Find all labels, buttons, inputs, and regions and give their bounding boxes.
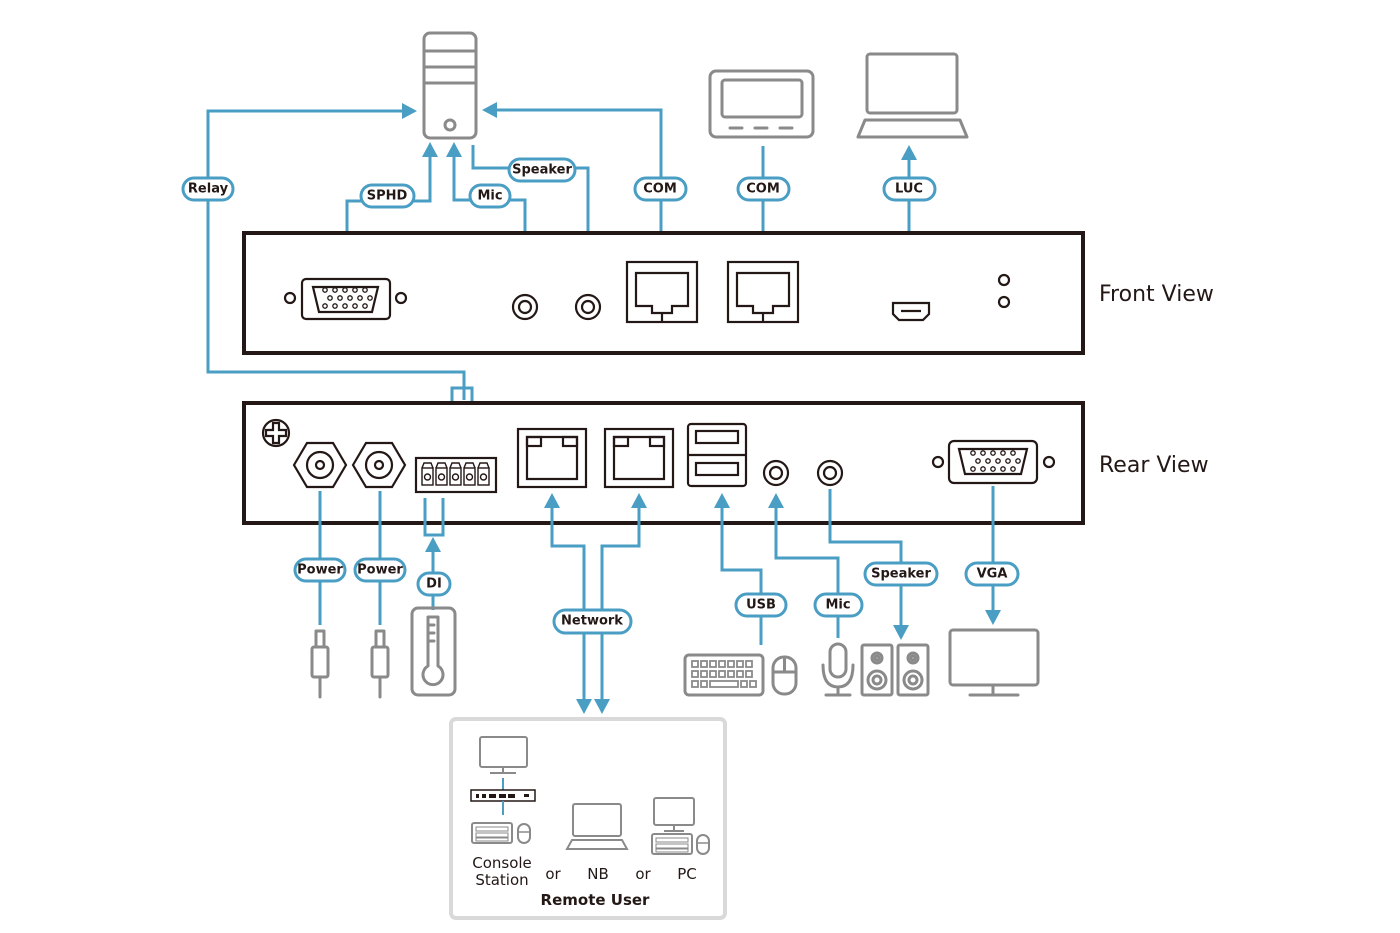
notebook-icon: [565, 803, 629, 850]
svg-text:Relay: Relay: [188, 182, 229, 197]
speaker-bottom-label: Speaker: [863, 561, 939, 587]
mouse-icon: [771, 655, 798, 696]
svg-text:Speaker: Speaker: [512, 163, 572, 178]
svg-text:COM: COM: [746, 182, 780, 197]
front-mic-jack: [511, 293, 539, 321]
svg-text:LUC: LUC: [895, 182, 923, 197]
or-label-1: or: [545, 865, 561, 883]
ground-screw-icon: [261, 418, 291, 448]
power-2-label: Power: [353, 557, 407, 583]
front-led-1: [997, 273, 1011, 287]
relay-label: Relay: [181, 176, 235, 202]
front-com-port-2: [726, 260, 800, 324]
keyboard-icon: [683, 653, 765, 697]
com-panel-label: COM: [736, 176, 791, 202]
svg-text:Mic: Mic: [477, 189, 502, 204]
sphd-label: SPHD: [359, 183, 416, 209]
svg-text:Network: Network: [561, 614, 623, 629]
power-jack-1: [292, 441, 348, 489]
rear-vga-port: [931, 439, 1056, 485]
usb-ports: [686, 422, 748, 488]
front-luc-port: [891, 301, 931, 322]
di-label: DI: [416, 571, 452, 597]
svg-text:Power: Power: [357, 563, 403, 578]
svg-text:SPHD: SPHD: [367, 189, 408, 204]
network-port-1: [516, 427, 588, 489]
network-label: Network: [552, 608, 633, 635]
terminal-block: [414, 456, 498, 494]
svg-text:DI: DI: [426, 577, 442, 592]
or-label-2: or: [635, 865, 651, 883]
pc-label: PC: [677, 865, 697, 883]
server-icon: [422, 31, 478, 140]
monitor-icon: [948, 628, 1040, 697]
speakers-icon: [860, 643, 930, 697]
usb-label: USB: [734, 592, 788, 618]
pc-icon: [651, 797, 710, 855]
front-view-label: Front View: [1099, 282, 1214, 307]
com-server-label: COM: [633, 176, 688, 202]
svg-text:Mic: Mic: [825, 598, 850, 613]
rear-view-unit: [242, 401, 1085, 525]
svg-text:USB: USB: [746, 598, 776, 613]
front-vga-port: [283, 277, 408, 321]
rear-mic-jack: [762, 459, 790, 487]
network-connection: [544, 493, 647, 714]
svg-text:VGA: VGA: [977, 567, 1008, 582]
mic-bottom-label: Mic: [813, 592, 864, 618]
temperature-sensor-icon: [410, 606, 457, 697]
speaker-top-label: Speaker: [507, 157, 577, 183]
power-adapter-plug-2-icon: [370, 629, 390, 699]
svg-text:Power: Power: [297, 563, 343, 578]
front-view-unit: [242, 231, 1085, 355]
notebook-label: NB: [587, 865, 609, 883]
console-station-icon: [470, 736, 536, 844]
remote-user-title: Remote User: [541, 891, 651, 909]
rear-view-label: Rear View: [1099, 453, 1209, 478]
power-jack-2: [351, 441, 407, 489]
front-led-2: [997, 295, 1011, 309]
svg-text:Speaker: Speaker: [871, 567, 931, 582]
svg-text:COM: COM: [643, 182, 677, 197]
vga-connection: [985, 486, 1001, 625]
console-station-label-line2: Station: [475, 871, 528, 889]
remote-user-panel: Console Station or NB or PC Remote User: [449, 717, 727, 920]
com-server-connection: [482, 102, 663, 258]
power-1-label: Power: [293, 557, 347, 583]
luc-label: LUC: [882, 176, 937, 202]
front-com-port-1: [625, 260, 699, 324]
front-speaker-jack: [574, 293, 602, 321]
vga-label: VGA: [964, 561, 1020, 587]
console-station-label-line1: Console: [472, 854, 532, 872]
microphone-icon: [821, 642, 855, 697]
mic-top-label: Mic: [468, 183, 512, 209]
laptop-icon: [856, 52, 969, 139]
rear-speaker-jack: [816, 459, 844, 487]
network-port-2: [603, 427, 675, 489]
power-adapter-plug-1-icon: [310, 629, 330, 699]
serial-console-device-icon: [708, 69, 815, 139]
